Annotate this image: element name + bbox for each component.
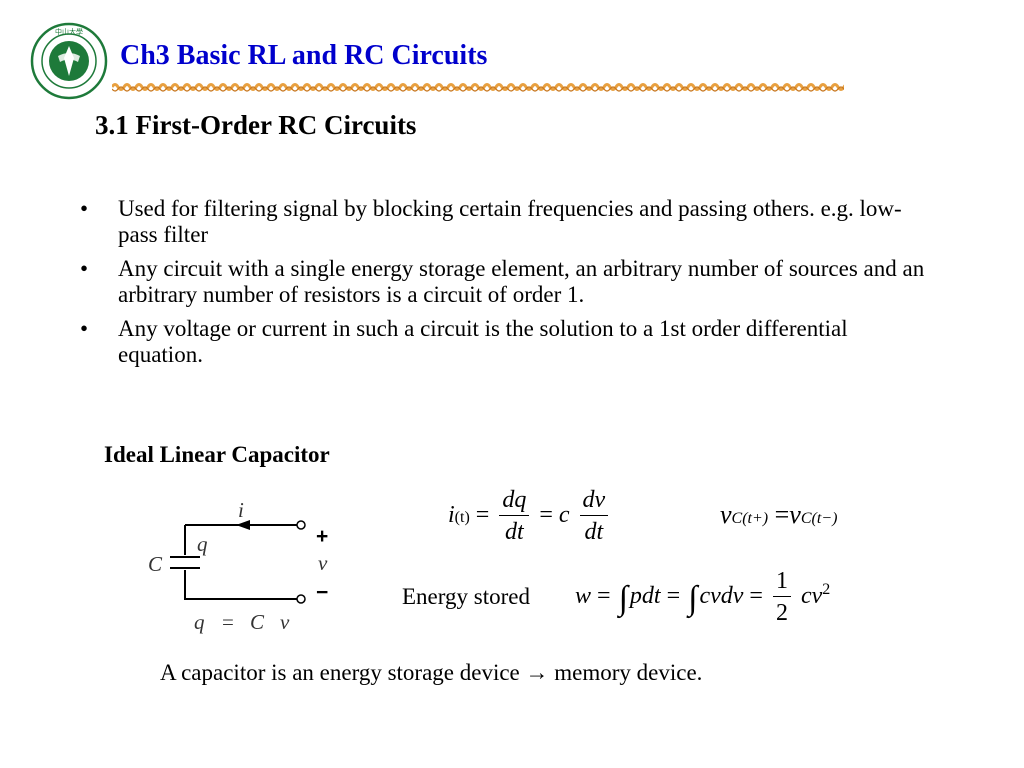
- relation-c: C: [250, 610, 265, 634]
- current-label: i: [238, 498, 244, 522]
- list-item: • Any circuit with a single energy storag…: [80, 256, 930, 308]
- plus-sign: +: [316, 525, 328, 548]
- eq-v2: v: [789, 500, 801, 529]
- eq-equals: =: [774, 500, 790, 529]
- fraction-dv-dt: dv dt: [579, 485, 609, 548]
- minus-sign: −: [316, 581, 328, 604]
- fraction-dq-dt: dq dt: [499, 485, 530, 548]
- frac-den: dt: [504, 519, 524, 545]
- eq-exponent: 2: [822, 581, 831, 599]
- eq-cvdv: cvdv: [699, 583, 744, 610]
- voltage-label: v: [318, 551, 328, 575]
- footer-statement: A capacitor is an energy storage device …: [160, 660, 703, 685]
- eq-equals-1: =: [475, 502, 490, 529]
- eq-coef: c: [558, 502, 570, 529]
- integral-sign: ∫: [618, 580, 628, 618]
- bullet-dot: •: [80, 316, 89, 341]
- relation-q: q: [194, 610, 205, 634]
- eq-w: w: [575, 583, 592, 610]
- bullet-dot: •: [80, 196, 89, 221]
- eq-equals-2: =: [539, 502, 553, 529]
- terminal-top: [296, 520, 306, 530]
- eq-v1: v: [720, 500, 732, 529]
- frac-num: dv: [579, 485, 609, 516]
- title-underline: [112, 83, 844, 92]
- relation-v: v: [280, 610, 290, 634]
- energy-label: Energy stored: [402, 584, 530, 609]
- current-equation: i(t) = dq dt = c dv dt: [448, 485, 612, 548]
- eq-cv: cv: [800, 583, 823, 610]
- eq-equals-1: =: [597, 583, 611, 610]
- slide-title: Ch3 Basic RL and RC Circuits: [120, 40, 488, 71]
- bullet-text: Any voltage or current in such a circuit…: [118, 316, 848, 367]
- left-lower-wire: [184, 570, 297, 600]
- university-logo: 中山大學: [30, 22, 108, 100]
- capacitor-circuit-diagram: i q C + v − q = C v: [148, 498, 328, 634]
- voltage-continuity-equation: vC(t+) =vC(t−): [720, 500, 837, 530]
- section-title: 3.1 First-Order RC Circuits: [95, 110, 417, 140]
- eq-sub1: C(t+): [731, 510, 769, 527]
- eq-equals-3: =: [749, 583, 763, 610]
- subsection-title: Ideal Linear Capacitor: [104, 442, 330, 467]
- eq-arg: (t): [454, 509, 470, 527]
- integral-sign: ∫: [688, 580, 698, 618]
- frac-den: dt: [584, 519, 604, 545]
- relation-eq: =: [222, 610, 234, 634]
- bullet-text: Any circuit with a single energy storage…: [118, 256, 925, 307]
- eq-i: i: [448, 502, 455, 529]
- frac-num: dq: [499, 485, 530, 516]
- svg-text:中山大學: 中山大學: [55, 27, 83, 36]
- frac-num: 1: [772, 566, 791, 597]
- bullet-dot: •: [80, 256, 89, 281]
- terminal-bottom: [296, 594, 306, 604]
- bullet-list: • Used for filtering signal by blocking c…: [80, 196, 930, 376]
- current-arrow: [236, 520, 250, 530]
- capacitor-label: C: [148, 552, 163, 576]
- eq-sub2: C(t−): [800, 510, 838, 527]
- charge-label: q: [197, 532, 208, 556]
- eq-pdt: pdt: [629, 583, 661, 610]
- list-item: • Used for filtering signal by blocking c…: [80, 196, 930, 248]
- eq-equals-2: =: [666, 583, 681, 610]
- frac-den: 2: [775, 600, 788, 626]
- bullet-text: Used for filtering signal by blocking ce…: [118, 196, 902, 247]
- list-item: • Any voltage or current in such a circui…: [80, 316, 930, 368]
